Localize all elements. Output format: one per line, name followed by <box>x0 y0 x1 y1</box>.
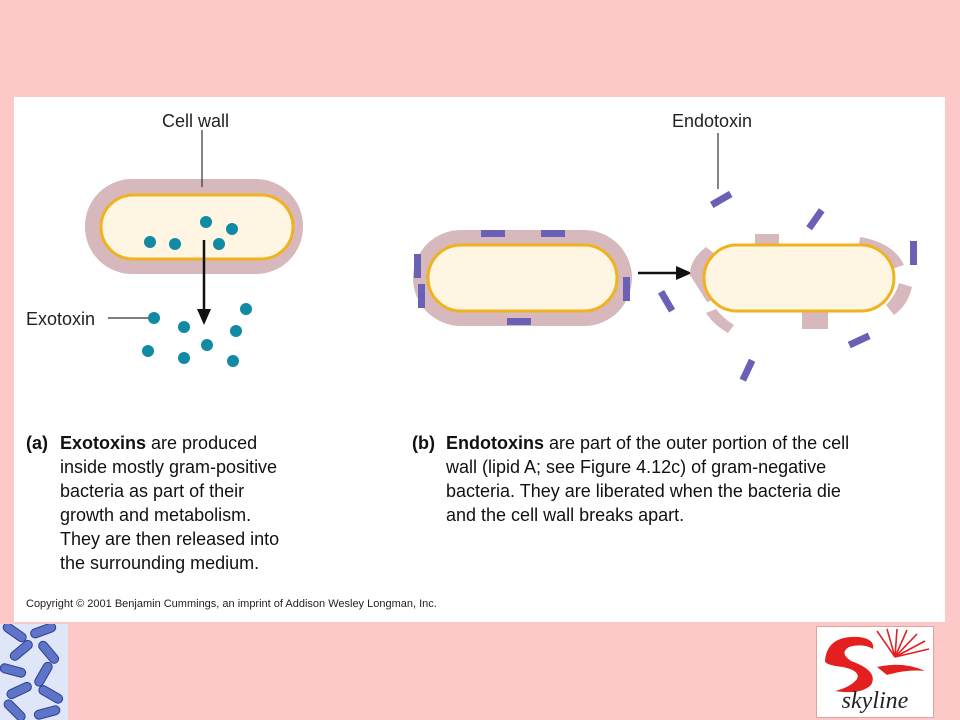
bacteria-thumbnail <box>0 624 68 720</box>
endotoxin-bar <box>910 241 917 265</box>
caption-b-tag: (b) <box>412 433 435 453</box>
gram-negative-cell-intact <box>413 230 632 326</box>
endotoxin-bar <box>418 284 425 308</box>
exotoxin-dot <box>169 238 181 250</box>
cytoplasm <box>99 193 295 261</box>
caption-a-line: growth and metabolism. <box>60 505 252 525</box>
endotoxin-bar <box>481 230 505 237</box>
exotoxin-dot <box>240 303 252 315</box>
caption-a-line: bacteria as part of their <box>60 481 245 501</box>
endotoxin-bar <box>623 277 630 301</box>
caption-b-rest: are part of the outer portion of the cel… <box>544 433 850 453</box>
bacteria-pattern <box>0 624 68 720</box>
wall-fragment <box>886 283 912 315</box>
endotoxin-bar <box>709 190 733 208</box>
lysis-arrow-head <box>676 266 692 280</box>
gram-positive-cell <box>85 179 303 274</box>
logo-rays <box>876 628 930 658</box>
exotoxin-dot <box>144 236 156 248</box>
skyline-logo-mark <box>825 628 930 693</box>
endotoxin-bar <box>806 208 825 231</box>
logo-swirl <box>825 636 874 693</box>
exotoxin-dot <box>230 325 242 337</box>
exotoxin-dot <box>213 238 225 250</box>
endotoxin-bar <box>658 289 676 313</box>
caption-b-body: Endotoxins are part of the outer portion… <box>446 431 849 527</box>
caption-b-line: bacteria. They are liberated when the ba… <box>446 481 841 501</box>
caption-a-body: Exotoxins are produced inside mostly gra… <box>60 431 279 575</box>
exotoxin-dot <box>227 355 239 367</box>
exotoxin-dot <box>178 352 190 364</box>
caption-b-term: Endotoxins <box>446 433 544 453</box>
exotoxin-dot <box>226 223 238 235</box>
caption-a-tag: (a) <box>26 433 48 453</box>
exotoxin-dot <box>148 312 160 324</box>
figure-panel: Cell wall Exotoxin <box>14 97 945 622</box>
cytoplasm <box>426 243 619 313</box>
exotoxin-dots-inside <box>144 216 238 250</box>
endotoxin-bar <box>414 254 421 278</box>
gram-negative-cell-lysed <box>690 234 912 333</box>
caption-a-line: They are then released into <box>60 529 280 549</box>
caption-a-line: the surrounding medium. <box>60 553 260 573</box>
exotoxin-dot <box>200 216 212 228</box>
caption-a-term: Exotoxins <box>60 433 147 453</box>
endotoxin-bar <box>541 230 565 237</box>
toxin-diagram: Cell wall Exotoxin <box>26 111 917 382</box>
caption-b-line: Endotoxins are part of the outer portion… <box>446 431 849 455</box>
cell-wall-label: Cell wall <box>162 111 229 131</box>
exotoxin-label: Exotoxin <box>26 309 95 329</box>
caption-b-line: wall (lipid A; see Figure 4.12c) of gram… <box>446 457 827 477</box>
caption-a-line: Exotoxins are produced <box>60 431 279 455</box>
wall-fragment <box>802 309 828 329</box>
endotoxin-bars-attached <box>414 230 630 325</box>
logo-wave <box>877 664 925 675</box>
exotoxin-dots-released <box>142 303 252 367</box>
release-arrow-head <box>197 309 211 325</box>
exotoxin-dot <box>178 321 190 333</box>
endotoxin-label: Endotoxin <box>672 111 752 131</box>
endotoxin-bar <box>507 318 531 325</box>
endotoxin-bar <box>847 332 871 349</box>
endotoxin-bars-free <box>658 190 917 382</box>
caption-a-line: inside mostly gram-positive <box>60 457 278 477</box>
caption-a-rest: are produced <box>146 433 258 453</box>
logo-wordmark: skyline <box>841 688 909 714</box>
skyline-logo: skyline <box>816 626 934 718</box>
caption-b-line: and the cell wall breaks apart. <box>446 505 685 525</box>
exotoxin-dot <box>201 339 213 351</box>
endotoxin-bar <box>739 358 756 382</box>
wall-fragment <box>706 309 734 333</box>
cytoplasm <box>702 243 896 313</box>
copyright-notice: Copyright © 2001 Benjamin Cummings, an i… <box>26 598 437 610</box>
exotoxin-dot <box>142 345 154 357</box>
